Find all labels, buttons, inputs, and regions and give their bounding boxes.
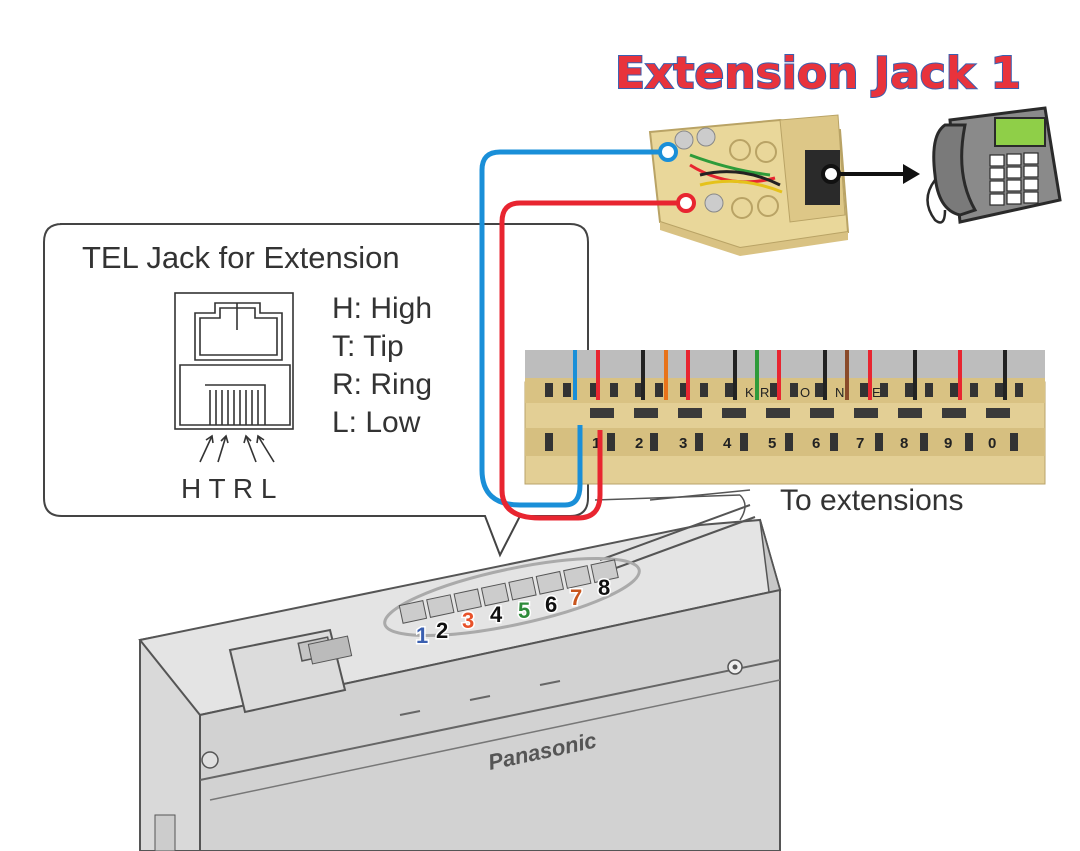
port-number: 3 xyxy=(462,608,474,633)
block-number: 7 xyxy=(856,435,864,452)
pbx-port-strip xyxy=(383,557,641,637)
pin-arrows xyxy=(199,434,275,463)
block-number: 2 xyxy=(635,435,643,452)
legend-ring: R: Ring xyxy=(332,368,432,401)
tip-wire xyxy=(479,149,660,508)
port-number: 5 xyxy=(518,598,530,623)
block-label: E xyxy=(872,385,881,400)
block-label: O xyxy=(800,385,810,400)
pbx-unit: Panasonic xyxy=(138,489,782,851)
port-number: 6 xyxy=(545,592,557,617)
block-label: R xyxy=(760,385,769,400)
block-number: 1 xyxy=(592,435,600,452)
block-number: 9 xyxy=(944,435,952,452)
pbx-port-labels: 1 2 3 4 5 6 7 8 xyxy=(415,574,612,650)
telephone-icon xyxy=(926,106,1062,224)
arrow-right-icon xyxy=(821,164,920,184)
port-number: 2 xyxy=(436,618,448,643)
block-number: 8 xyxy=(900,435,908,452)
block-label: K xyxy=(745,385,754,400)
diagram-title: Extension Jack 1 xyxy=(615,48,1021,99)
port-number: 8 xyxy=(598,575,610,600)
callout-heading: TEL Jack for Extension xyxy=(82,240,400,275)
tip-terminal xyxy=(658,142,678,162)
krone-block: K R O N E 1 2 3 4 5 6 7 8 9 0 xyxy=(524,350,1046,521)
port-number: 7 xyxy=(570,585,582,610)
legend-high: H: High xyxy=(332,292,432,325)
ring-terminal xyxy=(676,193,696,213)
callout-box: TEL Jack for Extension xyxy=(43,223,589,558)
block-number: 4 xyxy=(723,435,732,452)
ring-wire xyxy=(499,200,678,521)
block-number: 6 xyxy=(812,435,820,452)
port-number: 4 xyxy=(490,602,503,627)
block-number: 0 xyxy=(988,435,996,452)
block-label: N xyxy=(835,385,844,400)
extension-jack xyxy=(648,114,850,256)
port-number: 1 xyxy=(416,623,428,648)
block-number: 3 xyxy=(679,435,687,452)
rj-jack-icon xyxy=(174,292,294,430)
block-caption: To extensions xyxy=(780,484,963,517)
legend-low: L: Low xyxy=(332,406,421,439)
pin-letters: H T R L xyxy=(181,473,276,504)
block-number: 5 xyxy=(768,435,776,452)
legend-tip: T: Tip xyxy=(332,330,404,363)
